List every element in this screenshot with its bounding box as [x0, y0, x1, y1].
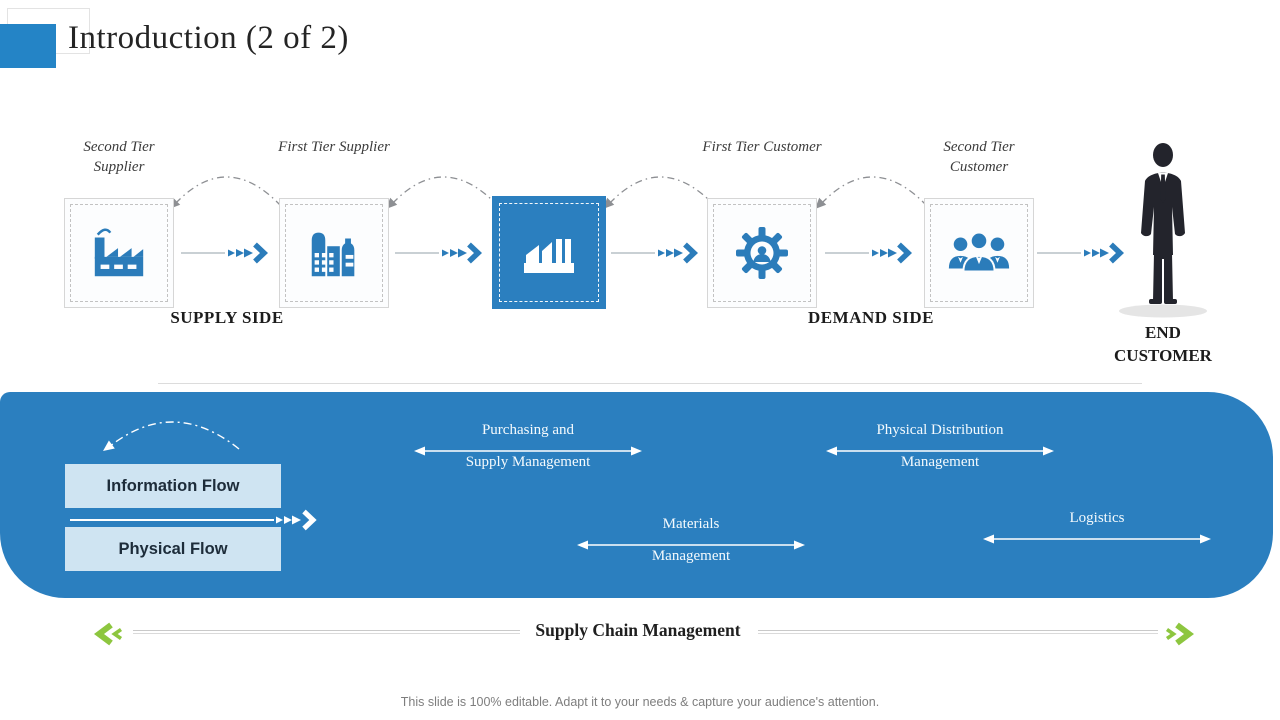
factory-smoke-icon	[94, 228, 144, 277]
node-first-tier-customer	[707, 198, 817, 308]
feedback-arc	[386, 176, 499, 209]
double-arrow	[983, 534, 1211, 544]
physical-flow-box: Physical Flow	[65, 527, 281, 571]
flow-arrow	[1037, 242, 1125, 264]
businessman-icon	[1119, 143, 1207, 318]
span-label-top: Purchasing and	[481, 422, 575, 438]
node-second-tier-supplier	[64, 198, 174, 308]
flow-arrow	[611, 242, 699, 264]
feedback-arc	[603, 176, 716, 209]
span-label-top: Physical Distribution	[876, 422, 1004, 438]
scm-line-right	[758, 630, 1158, 634]
feedback-arc	[169, 176, 282, 209]
node-focal-company	[492, 196, 606, 309]
end-customer-label: END CUSTOMER	[1114, 323, 1212, 365]
span-label-top: Logistics	[1069, 510, 1125, 526]
double-arrow	[414, 446, 642, 456]
feedback-arc	[815, 176, 928, 209]
span-label-bottom: Management	[651, 548, 731, 564]
span-label-bottom: Supply Management	[465, 454, 591, 470]
feedback-arc-white	[103, 421, 240, 451]
factory-icon	[524, 238, 574, 273]
title-accent-square	[0, 24, 56, 68]
green-arrow-right-icon	[1165, 622, 1194, 646]
scm-line-left	[133, 630, 520, 634]
node-second-tier-customer	[924, 198, 1034, 308]
tier-label-first-tier-customer: First Tier Customer	[702, 139, 822, 155]
flow-arrow	[181, 242, 269, 264]
double-arrow	[577, 540, 805, 550]
information-flow-box: Information Flow	[65, 464, 281, 508]
span-label-bottom: Management	[900, 454, 980, 470]
node-first-tier-supplier	[279, 198, 389, 308]
supply-side-label: SUPPLY SIDE	[170, 308, 284, 327]
flow-arrow	[825, 242, 913, 264]
tier-label-first-tier-supplier: First Tier Supplier	[278, 139, 390, 155]
flow-panel: Information Flow Physical Flow Purchasin…	[0, 392, 1273, 598]
flow-arrow-white	[70, 509, 317, 531]
footer-note: This slide is 100% editable. Adapt it to…	[400, 695, 880, 709]
scm-label: Supply Chain Management	[535, 620, 741, 640]
tier-label-second-tier-supplier: Second Tier Supplier	[83, 139, 155, 175]
green-arrow-left-icon	[94, 622, 123, 646]
building-icon	[311, 232, 355, 277]
people-group-icon	[948, 231, 1010, 273]
flow-arrow	[395, 242, 483, 264]
tier-label-second-tier-customer: Second Tier Customer	[943, 139, 1015, 175]
double-arrow	[826, 446, 1054, 456]
span-label-top: Materials	[662, 516, 720, 532]
gear-person-icon	[736, 227, 788, 279]
page-title: Introduction (2 of 2)	[68, 20, 349, 56]
divider-line	[158, 383, 1142, 384]
demand-side-label: DEMAND SIDE	[808, 308, 934, 327]
